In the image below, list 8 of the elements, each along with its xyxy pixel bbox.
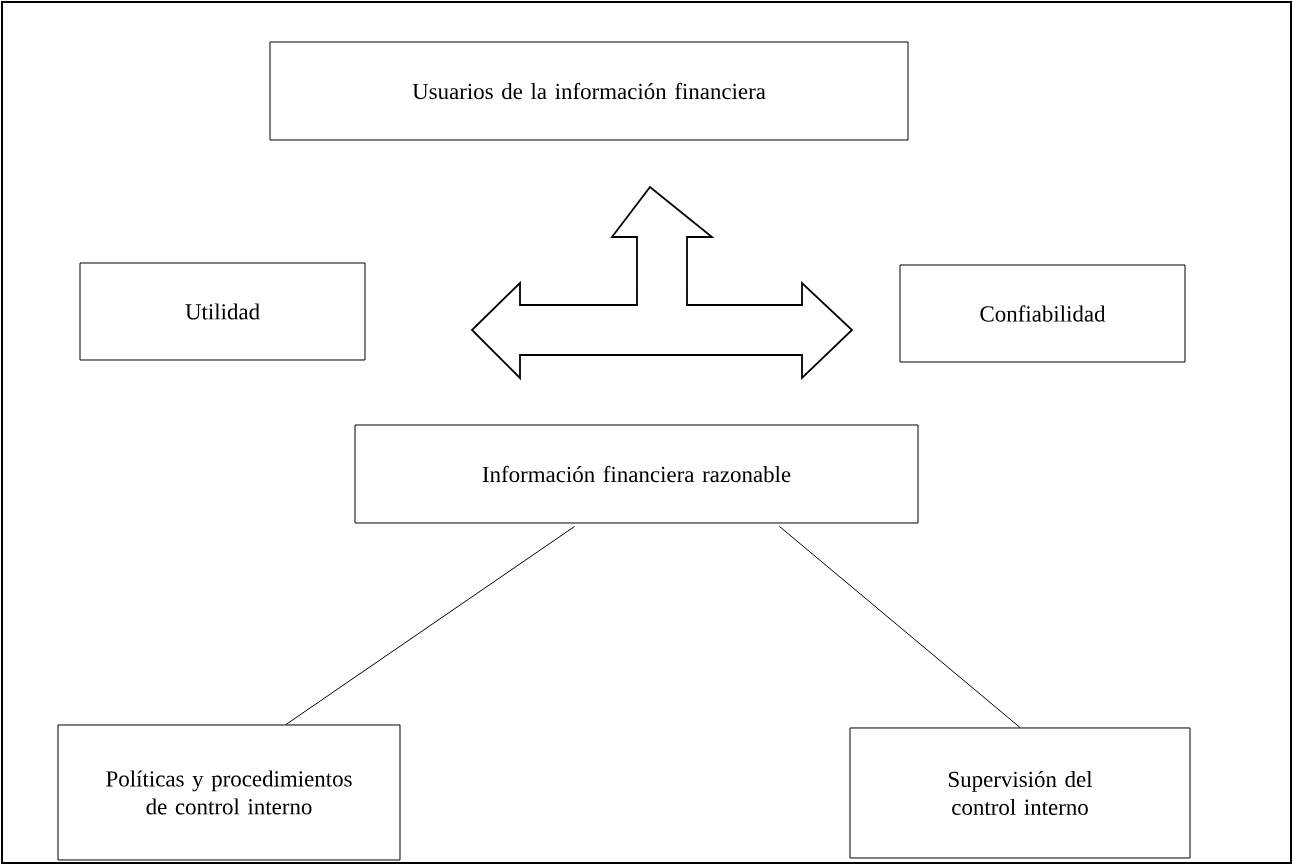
text-box: Políticas y procedimientos de control interno: [57, 724, 401, 861]
connector-line: [779, 526, 1021, 728]
text-box: Supervisión del control interno: [849, 727, 1191, 859]
text-box: Utilidad: [79, 262, 366, 361]
text-box: Confiabilidad: [899, 264, 1186, 363]
text-box: Información financiera razonable: [354, 424, 919, 524]
connector-line: [285, 526, 575, 725]
text-box: Usuarios de la información financiera: [269, 41, 909, 141]
